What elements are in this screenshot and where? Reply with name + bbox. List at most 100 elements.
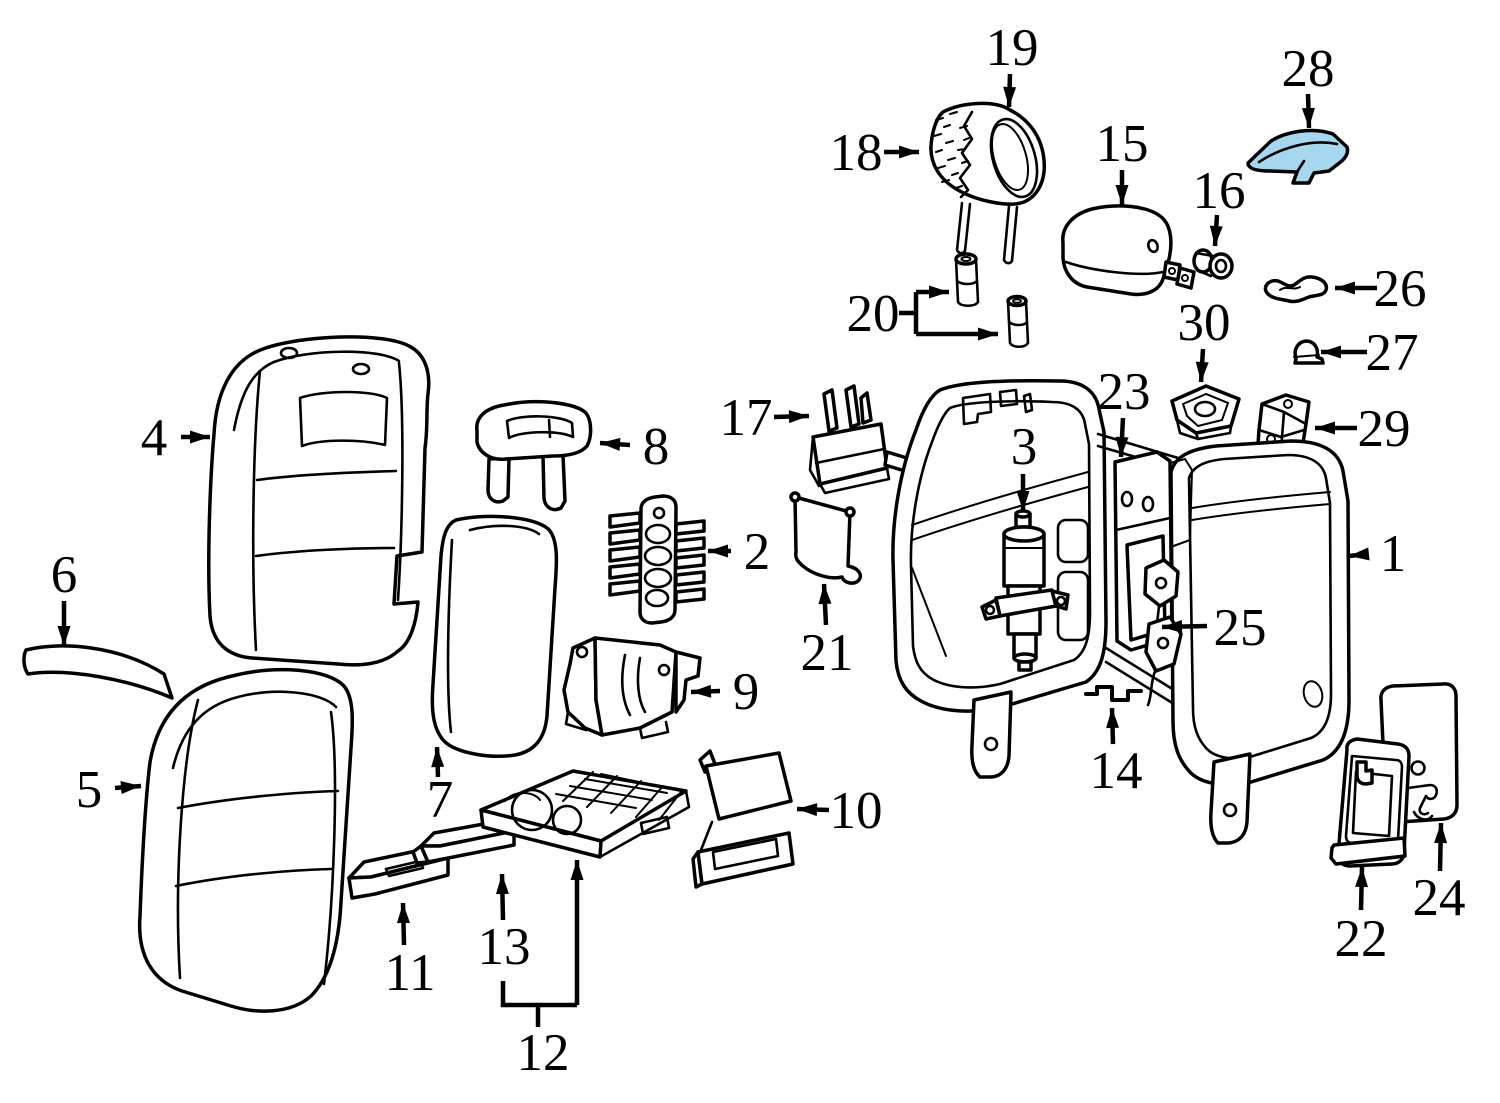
callout-8: 8 <box>599 418 670 476</box>
callout-21: 21 <box>801 583 854 682</box>
callout-14-label: 14 <box>1090 742 1143 800</box>
callout-6: 6 <box>51 546 78 646</box>
callout-15-label: 15 <box>1096 115 1149 173</box>
callout-11-label: 11 <box>384 944 435 1002</box>
callout-20: 20 <box>847 285 998 343</box>
callout-17: 17 <box>720 389 810 447</box>
callout-5-arrow <box>114 781 142 795</box>
callout-2: 2 <box>708 523 770 581</box>
part-6-trim-strip <box>22 644 174 700</box>
callout-19-arrow <box>1003 73 1017 108</box>
callout-23-label: 23 <box>1098 363 1151 421</box>
callout-9-label: 9 <box>733 663 760 721</box>
part-14-wire-clip <box>1084 685 1143 702</box>
callout-1: 1 <box>1348 525 1407 583</box>
callout-24: 24 <box>1413 822 1466 927</box>
part-2-lumbar-massage-unit <box>608 494 706 625</box>
callout-10-label: 10 <box>830 782 883 840</box>
callout-16-label: 16 <box>1193 162 1246 220</box>
callout-4-label: 4 <box>141 409 168 467</box>
callout-25-arrow <box>1161 620 1208 634</box>
part-28-trim-cap <box>1246 128 1350 185</box>
callout-28-arrow <box>1301 93 1315 129</box>
part-12-cupholder-tray <box>479 769 691 859</box>
callout-13-label: 13 <box>478 918 531 976</box>
callout-1-arrow <box>1348 547 1370 561</box>
callout-5: 5 <box>76 761 142 819</box>
callout-28: 28 <box>1282 40 1335 129</box>
part-16-bushing <box>1192 248 1234 280</box>
callout-12-label: 12 <box>517 1024 570 1082</box>
callout-23-arrow <box>1115 417 1129 458</box>
part-8-headrest-guide-bracket <box>475 400 593 512</box>
part-7-armrest <box>430 514 559 758</box>
callout-11-arrow <box>396 902 410 946</box>
part-22-side-panel-front <box>1329 737 1411 868</box>
callout-30: 30 <box>1178 294 1231 383</box>
callout-13: 13 <box>478 873 531 976</box>
callout-5-label: 5 <box>76 761 103 819</box>
callout-7-arrow <box>431 746 445 778</box>
callout-12-line <box>500 981 577 1008</box>
part-20-guide-sleeves <box>954 252 1030 349</box>
part-18-torn-edge <box>958 110 974 199</box>
callout-11: 11 <box>384 902 436 1002</box>
callout-17-label: 17 <box>720 389 773 447</box>
callout-15: 15 <box>1096 115 1149 205</box>
callout-14-arrow <box>1106 707 1120 745</box>
callout-30-arrow <box>1195 348 1209 383</box>
callout-19-label: 19 <box>986 19 1039 77</box>
part-15-headrest-small <box>1061 204 1196 297</box>
callout-21-arrow <box>818 583 832 626</box>
callout-1-label: 1 <box>1380 525 1407 583</box>
callout-13-arrow <box>495 873 509 921</box>
callout-14: 14 <box>1090 707 1143 800</box>
callout-22: 22 <box>1335 866 1388 968</box>
callout-3-label: 3 <box>1011 418 1038 476</box>
part-3-recliner-motor <box>980 509 1070 672</box>
callout-26-label: 26 <box>1374 260 1427 318</box>
callout-7-label: 7 <box>427 771 454 829</box>
callout-27: 27 <box>1321 324 1419 382</box>
callout-10: 10 <box>796 782 883 840</box>
callout-17-arrow <box>773 410 810 424</box>
callout-25-label: 25 <box>1214 599 1267 657</box>
callout-22-label: 22 <box>1335 910 1388 968</box>
callout-16-arrow <box>1209 214 1223 247</box>
callout-21-label: 21 <box>801 624 854 682</box>
part-21-flap-panel <box>789 491 863 585</box>
callout-18-label: 18 <box>830 124 883 182</box>
callout-8-arrow <box>599 437 631 451</box>
part-18-foam-speckles <box>933 111 970 189</box>
callout-24-arrow <box>1434 822 1448 872</box>
callout-26: 26 <box>1335 260 1427 318</box>
callout-29-label: 29 <box>1358 400 1411 458</box>
callout-4: 4 <box>141 409 210 467</box>
part-10-folding-panel <box>691 749 795 889</box>
part-26-spring-clip <box>1263 275 1329 304</box>
callout-7: 7 <box>427 746 454 829</box>
callout-18: 18 <box>830 124 919 182</box>
callout-20-label: 20 <box>847 285 900 343</box>
part-27-cap-grommet <box>1293 339 1325 365</box>
callout-30-label: 30 <box>1178 294 1231 352</box>
callout-27-label: 27 <box>1366 324 1419 382</box>
part-1-seat-back-frame <box>891 379 1351 845</box>
parts-artwork <box>22 101 1459 1013</box>
callout-19: 19 <box>986 19 1039 108</box>
callout-16: 16 <box>1193 162 1246 247</box>
part-17-prong-bracket <box>808 384 909 495</box>
callout-6-label: 6 <box>51 546 78 604</box>
callout-12: 12 <box>500 860 584 1082</box>
callout-29: 29 <box>1315 400 1411 458</box>
callout-24-label: 24 <box>1413 869 1466 927</box>
part-13-rail-bracket-small <box>411 818 516 865</box>
part-5-seat-back-cover-lower <box>137 667 355 1013</box>
callout-8-label: 8 <box>643 418 670 476</box>
part-9-bracket-panel <box>562 636 702 740</box>
callout-2-label: 2 <box>744 523 771 581</box>
callout-22-arrow <box>1355 866 1369 911</box>
callout-23: 23 <box>1098 363 1151 458</box>
callout-25: 25 <box>1161 599 1267 657</box>
